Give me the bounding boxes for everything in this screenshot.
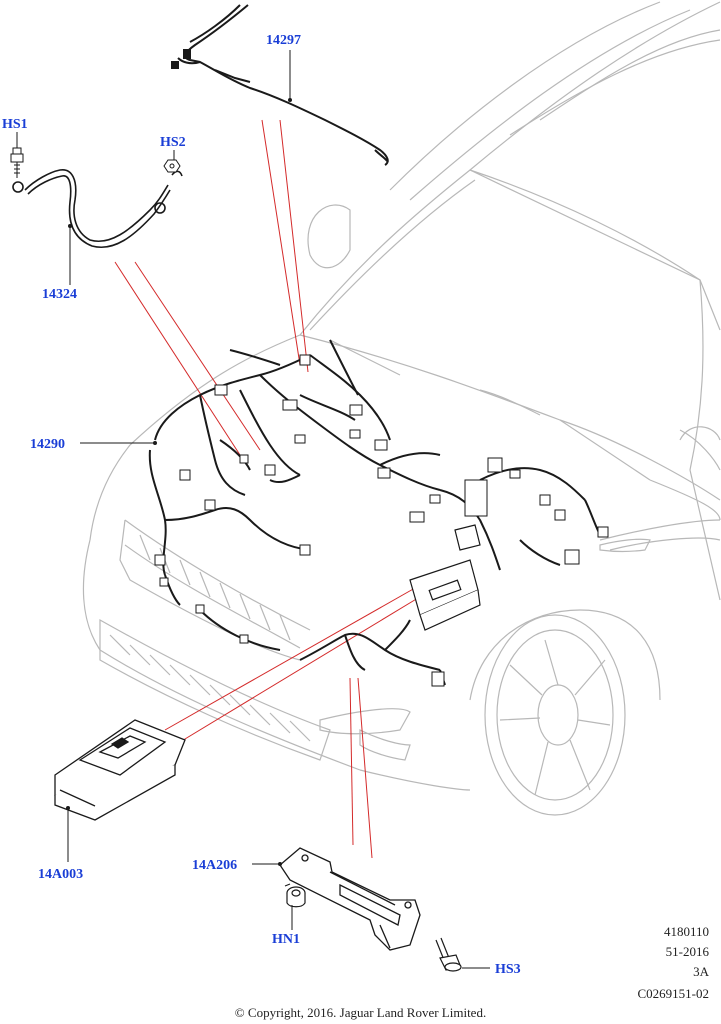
callout-14a003: 14A003: [38, 867, 83, 882]
callout-14a206: 14A206: [192, 858, 237, 873]
cover-14a003: [54, 719, 186, 821]
callout-14290: 14290: [30, 437, 65, 452]
diagram-code: 4180110: [663, 924, 709, 939]
callout-hs3: HS3: [495, 962, 521, 977]
lower-connectors: [195, 604, 445, 687]
callout-14297: 14297: [266, 33, 301, 48]
diagram-revision: 3A: [693, 964, 709, 979]
copyright-notice: © Copyright, 2016. Jaguar Land Rover Lim…: [234, 1005, 487, 1020]
leader-lines: [114, 119, 419, 859]
harness-connectors: [154, 354, 609, 587]
car-body-outline: [82, 1, 721, 816]
nut-hs2-icon: [163, 159, 181, 173]
bracket-14a206: [279, 847, 421, 951]
harness-14290: [148, 339, 601, 606]
callout-14324: 14324: [42, 287, 77, 302]
bolt-hs3-icon: [435, 937, 462, 972]
diagram-image-code: C0269151-02: [637, 986, 710, 1001]
cable-14324: [12, 169, 183, 249]
diagram-date: 51-2016: [665, 944, 709, 959]
harness-14297: [171, 4, 389, 166]
nut-hn1-icon: [284, 883, 306, 908]
callout-hn1: HN1: [272, 932, 300, 947]
callout-hs1: HS1: [2, 117, 28, 132]
callout-hs2: HS2: [160, 135, 186, 150]
harness-front-lower: [199, 609, 446, 686]
fuse-box: [409, 524, 481, 631]
bolt-hs1-icon: [10, 147, 24, 178]
